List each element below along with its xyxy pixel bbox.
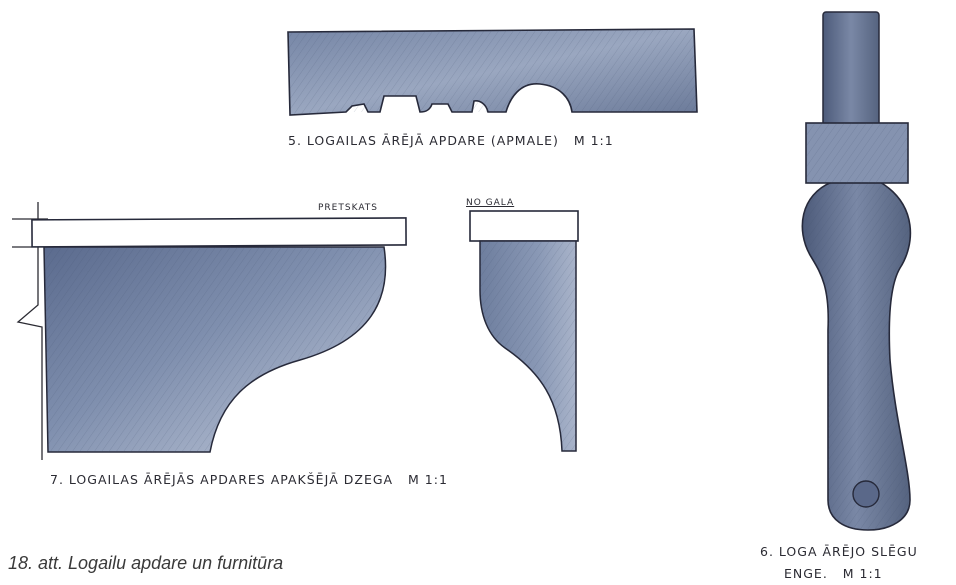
hinge-label-line2: ENGE. M 1:1 bbox=[784, 566, 883, 581]
hinge-label-line1: 6. LOGA ĀRĒJO SLĒGU bbox=[760, 544, 918, 559]
trim-scale: M 1:1 bbox=[573, 133, 614, 148]
hinge-label-word: ENGE. bbox=[784, 566, 828, 581]
hinge-rivet bbox=[852, 480, 880, 508]
bracket-scale: M 1:1 bbox=[408, 472, 448, 487]
bracket-front-view-label: PRETSKATS bbox=[318, 203, 378, 213]
trim-label-text: 5. LOGAILAS ĀRĒJĀ APDARE (APMALE) bbox=[288, 133, 559, 148]
hinge-pin bbox=[822, 11, 880, 128]
hinge-label-text: 6. LOGA ĀRĒJO SLĒGU bbox=[760, 544, 918, 559]
hinge-drawing bbox=[801, 11, 912, 531]
trim-drawing bbox=[287, 28, 698, 116]
hinge-scale: M 1:1 bbox=[842, 566, 883, 581]
break-line bbox=[16, 202, 43, 460]
bracket-top-board bbox=[31, 217, 407, 248]
end-top-board bbox=[469, 210, 579, 242]
bracket-end-drawing bbox=[469, 210, 579, 452]
bracket-front-drawing bbox=[12, 202, 407, 460]
trim-label: 5. LOGAILAS ĀRĒJĀ APDARE (APMALE) M 1:1 bbox=[288, 133, 614, 148]
bracket-label-text: 7. LOGAILAS ĀRĒJĀS APDARES APAKŠĒJĀ DZEG… bbox=[50, 472, 394, 487]
figure-caption: 18. att. Logailu apdare un furnitūra bbox=[8, 553, 284, 573]
bracket-label: 7. LOGAILAS ĀRĒJĀS APDARES APAKŠĒJĀ DZEG… bbox=[50, 472, 448, 487]
bracket-end-view-label: NO GALA bbox=[466, 198, 515, 208]
